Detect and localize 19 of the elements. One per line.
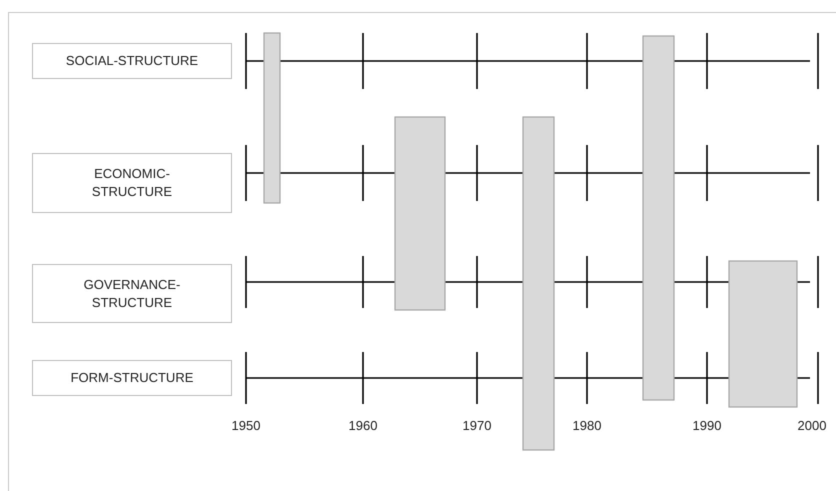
category-box xyxy=(32,153,232,213)
category-box xyxy=(32,360,232,396)
period-bar xyxy=(642,35,675,401)
category-label: FORM-STRUCTURE xyxy=(70,369,194,387)
year-label: 1960 xyxy=(348,418,378,433)
year-label: 1990 xyxy=(692,418,722,433)
year-label: 1980 xyxy=(572,418,602,433)
year-label: 1950 xyxy=(232,418,260,433)
year-label: 1970 xyxy=(462,418,492,433)
category-label: ECONOMIC-STRUCTURE xyxy=(90,165,174,201)
category-label: GOVERNANCE-STRUCTURE xyxy=(82,276,182,312)
category-box xyxy=(32,43,232,79)
category-box xyxy=(32,264,232,323)
category-label: SOCIAL-STRUCTURE xyxy=(66,52,198,70)
period-bar xyxy=(394,116,446,311)
year-label: 2000 xyxy=(798,418,826,433)
period-bar xyxy=(522,116,555,451)
period-bar xyxy=(728,260,798,408)
period-bar xyxy=(263,32,281,204)
